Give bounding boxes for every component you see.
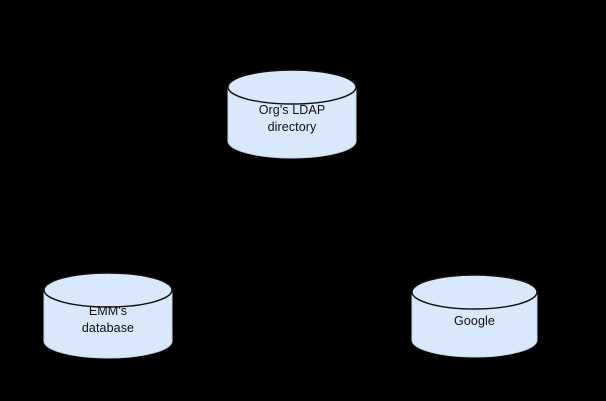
cylinder-top-ellipse (43, 272, 173, 308)
cylinder-top-ellipse (227, 69, 357, 105)
cylinder-body (227, 86, 357, 159)
cylinder-emm-database[interactable]: EMM's database (43, 272, 173, 359)
cylinder-top-ellipse (411, 274, 538, 310)
cylinder-body (43, 289, 173, 359)
cylinder-org-ldap-directory[interactable]: Org's LDAP directory (227, 69, 357, 159)
cylinder-body (411, 291, 538, 358)
cylinder-google[interactable]: Google (411, 274, 538, 358)
